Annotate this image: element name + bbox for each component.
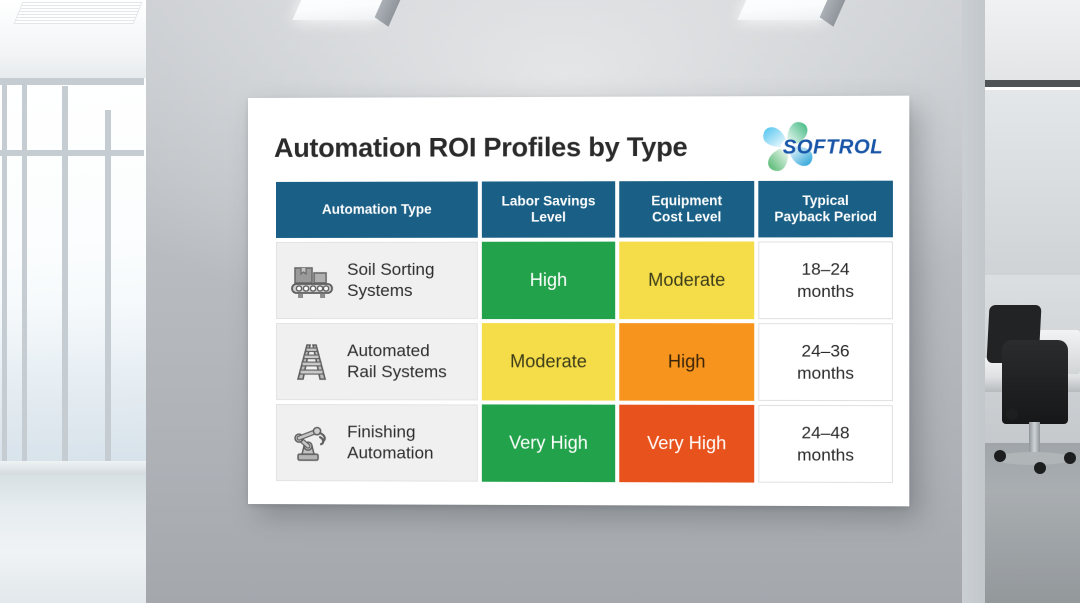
col-header-labor-savings: Labor Savings Level xyxy=(481,181,616,238)
payback-value: 18–24 xyxy=(801,259,850,280)
page-title: Automation ROI Profiles by Type xyxy=(274,131,688,163)
table-header-row: Automation Type Labor Savings Level Equi… xyxy=(276,180,893,238)
cell-payback-period: 24–48 months xyxy=(758,404,893,484)
cell-labor-savings: High xyxy=(481,241,616,320)
window-frame-top xyxy=(0,78,144,85)
header-line: Labor Savings xyxy=(501,193,596,209)
poster-header: Automation ROI Profiles by Type xyxy=(272,116,885,178)
table-row: Automated Rail Systems Moderate High 24–… xyxy=(276,323,893,402)
cell-equipment-cost: Very High xyxy=(619,404,755,483)
automation-type-label: Soil Sorting Systems xyxy=(347,259,435,300)
cell-automation-type: Finishing Automation xyxy=(276,404,478,482)
header-line: Typical xyxy=(802,192,849,209)
cell-automation-type: Automated Rail Systems xyxy=(276,323,478,401)
cell-payback-period: 24–36 months xyxy=(758,323,893,402)
payback-value: 24–36 xyxy=(801,341,850,361)
cell-equipment-cost: High xyxy=(619,323,755,401)
payback-unit: months xyxy=(797,363,854,383)
cell-payback-period: 18–24 months xyxy=(758,241,893,320)
header-line: Payback Period xyxy=(774,209,877,225)
ceiling-light-icon xyxy=(737,0,849,27)
left-floor xyxy=(0,475,146,603)
chair-caster-icon xyxy=(994,450,1006,462)
payback-value: 24–48 xyxy=(801,423,850,443)
payback-unit: months xyxy=(797,281,854,301)
window-sill xyxy=(0,461,146,477)
chair-post xyxy=(1029,422,1040,458)
room-pillar xyxy=(962,0,985,603)
col-header-automation-type: Automation Type xyxy=(276,181,478,238)
payback-unit: months xyxy=(797,444,854,465)
roi-table: Automation Type Labor Savings Level Equi… xyxy=(272,177,897,487)
logo-swirl-icon xyxy=(763,122,813,172)
logo-wordmark: SOFTROL xyxy=(782,136,884,159)
right-conference-room xyxy=(962,0,1080,603)
cell-labor-savings: Very High xyxy=(481,404,616,483)
ceiling-beam xyxy=(962,80,1080,87)
window-mullion xyxy=(2,82,7,474)
ceiling-light-icon xyxy=(292,0,404,27)
chair-caster-icon xyxy=(1064,452,1076,464)
header-line: Equipment xyxy=(651,193,723,209)
automation-type-label: Finishing Automation xyxy=(347,421,434,463)
softrol-logo: SOFTROL xyxy=(758,117,884,176)
window-frame-mid xyxy=(0,150,144,156)
railway-track-icon xyxy=(289,341,335,383)
cell-automation-type: Soil Sorting Systems xyxy=(276,241,478,320)
cell-equipment-cost: Moderate xyxy=(619,241,755,320)
col-header-payback-period: Typical Payback Period xyxy=(758,180,893,238)
window-mullion xyxy=(62,86,68,476)
chair-base xyxy=(994,452,1072,465)
header-line: Level xyxy=(531,209,566,225)
roi-poster-board: Automation ROI Profiles by Type xyxy=(248,95,910,507)
table-row: Finishing Automation Very High Very High… xyxy=(276,404,893,484)
chair-caster-icon xyxy=(1034,462,1046,474)
chair-caster-icon xyxy=(1006,408,1018,420)
ceiling-vent-icon xyxy=(13,2,143,24)
ceiling-beam-highlight xyxy=(962,87,1080,90)
conveyor-belt-icon xyxy=(289,259,335,301)
robot-arm-icon xyxy=(289,422,335,464)
header-line: Automation Type xyxy=(321,201,432,217)
col-header-equipment-cost: Equipment Cost Level xyxy=(619,180,755,238)
automation-type-label: Automated Rail Systems xyxy=(347,340,447,381)
left-window-wall xyxy=(0,0,146,603)
window-mullion xyxy=(22,82,27,474)
cell-labor-savings: Moderate xyxy=(481,323,616,401)
window-mullion xyxy=(105,110,111,478)
table-row: Soil Sorting Systems High Moderate 18–24… xyxy=(276,241,893,320)
header-line: Cost Level xyxy=(652,209,722,225)
